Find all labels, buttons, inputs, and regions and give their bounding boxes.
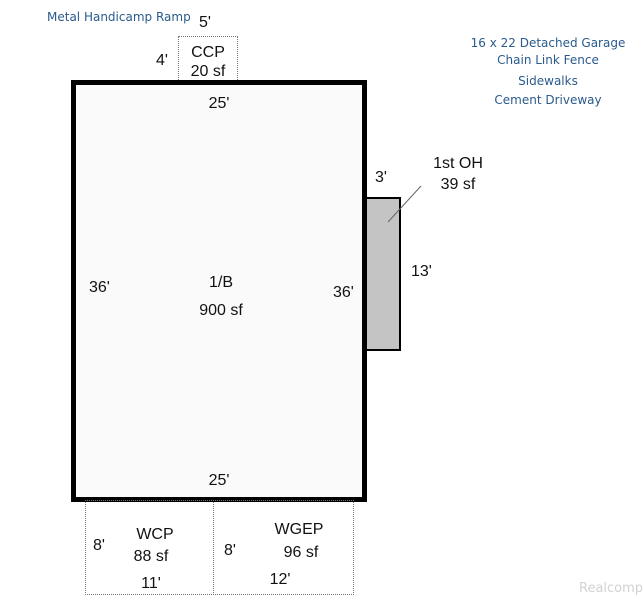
note-fence: Chain Link Fence: [497, 53, 599, 67]
note-sidewalks: Sidewalks: [518, 74, 578, 88]
wcp-width-label: 11': [141, 575, 161, 592]
main-right-dimension: 36': [333, 284, 354, 301]
overhang-length-label: 13': [411, 263, 432, 280]
ccp-width-label: 5': [199, 14, 211, 31]
wgep-area-label: 96 sf: [283, 544, 319, 561]
ccp-area-label: 20 sf: [190, 63, 226, 80]
main-top-dimension: 25': [208, 95, 230, 112]
main-left-dimension: 36': [89, 279, 110, 296]
overhang-area: [365, 197, 401, 351]
overhang-width-label: 3': [375, 169, 387, 186]
wgep-depth-label: 8': [224, 542, 236, 559]
wgep-name: WGEP: [274, 521, 324, 538]
wcp-area-label: 88 sf: [133, 548, 169, 565]
wcp-depth-label: 8': [93, 537, 105, 554]
main-bottom-dimension: 25': [208, 472, 230, 489]
main-area-label: 900 sf: [199, 302, 243, 319]
wcp-area: [85, 500, 214, 595]
overhang-name: 1st OH: [433, 155, 483, 172]
main-name: 1/B: [208, 274, 233, 291]
note-driveway: Cement Driveway: [494, 93, 602, 107]
wcp-name: WCP: [136, 526, 174, 543]
watermark: Realcomp: [579, 581, 643, 596]
ccp-name: CCP: [191, 44, 225, 61]
note-garage: 16 x 22 Detached Garage: [470, 36, 626, 50]
wgep-width-label: 12': [269, 571, 291, 588]
main-building: [71, 80, 367, 502]
wgep-area: [213, 500, 354, 595]
overhang-area-label: 39 sf: [440, 176, 476, 193]
ccp-depth-label: 4': [156, 52, 168, 69]
ramp-note: Metal Handicamp Ramp: [47, 10, 191, 24]
